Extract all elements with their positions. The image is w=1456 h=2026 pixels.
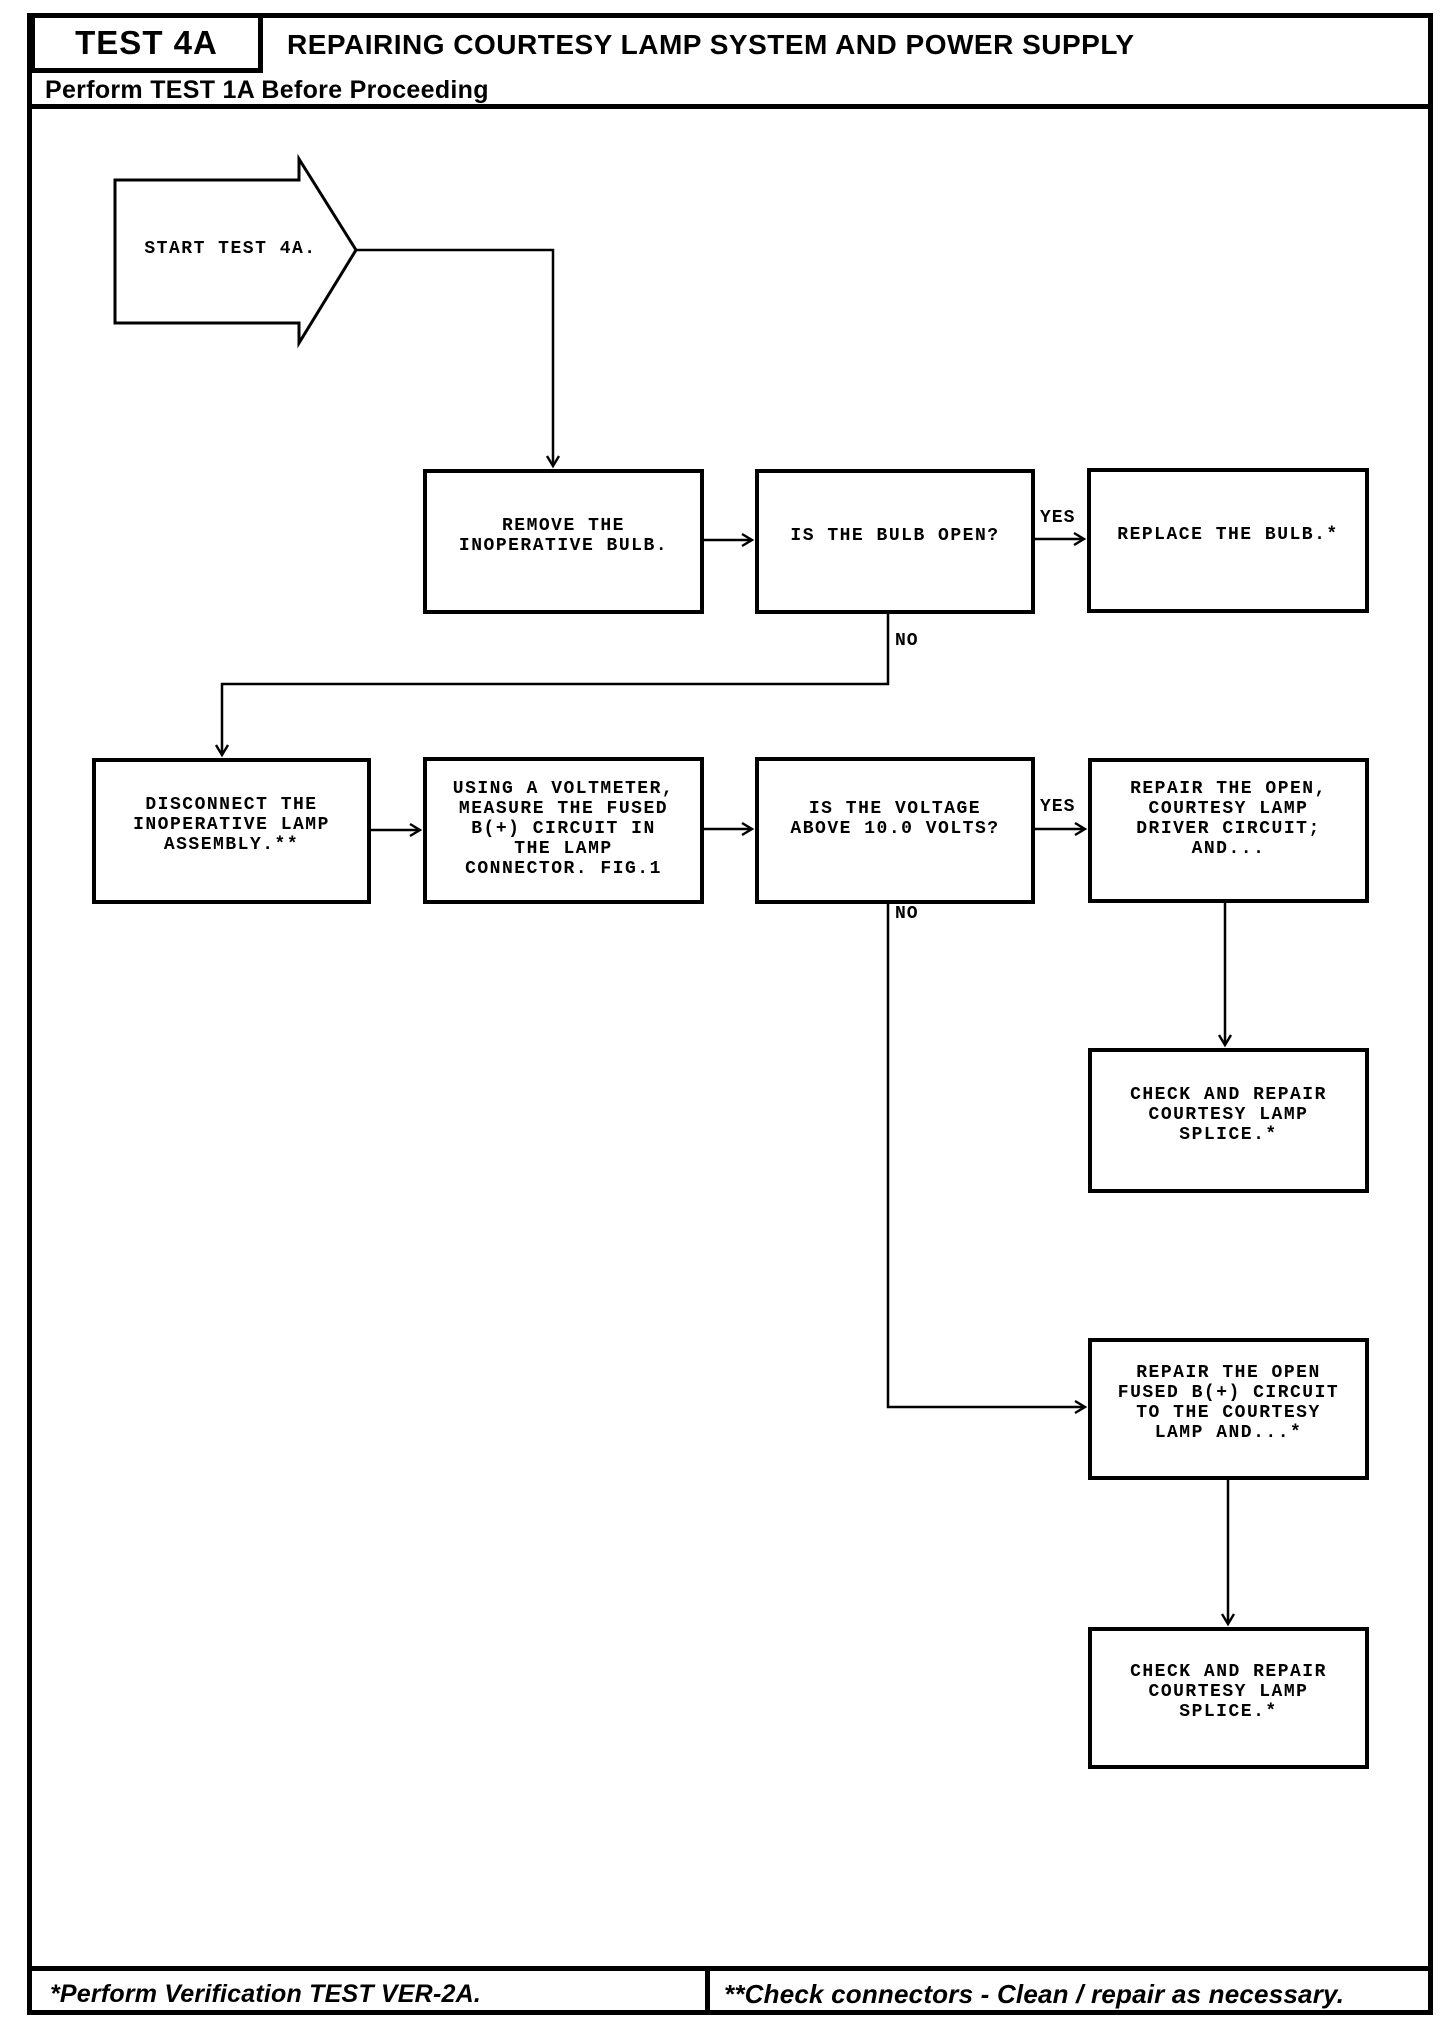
page-title: REPAIRING COURTESY LAMP SYSTEM AND POWER… — [287, 29, 1135, 60]
flow-box-disconnect-lamp: DISCONNECT THE INOPERATIVE LAMP ASSEMBLY… — [92, 758, 371, 904]
flow-box-remove-bulb: REMOVE THE INOPERATIVE BULB. — [423, 469, 704, 614]
flow-box-check-splice-lower: CHECK AND REPAIR COURTESY LAMP SPLICE.* — [1088, 1627, 1369, 1769]
test-id-label: TEST 4A — [75, 24, 218, 61]
connector-voltage-no — [886, 903, 1088, 1415]
flow-box-voltage-above-10: IS THE VOLTAGE ABOVE 10.0 VOLTS? — [755, 757, 1035, 904]
connector-start-to-remove-bulb — [356, 248, 561, 469]
branch-label-bulb-open-yes: YES — [1040, 508, 1076, 528]
branch-label-voltage-no: NO — [895, 904, 919, 924]
flow-box-repair-fused-circuit: REPAIR THE OPEN FUSED B(+) CIRCUIT TO TH… — [1088, 1338, 1369, 1480]
test-id-box: TEST 4A — [30, 13, 263, 73]
header-rule — [27, 104, 1433, 109]
footer-divider — [705, 1966, 710, 2015]
flow-box-check-splice-upper: CHECK AND REPAIR COURTESY LAMP SPLICE.* — [1088, 1048, 1369, 1193]
page-subtitle: Perform TEST 1A Before Proceeding — [45, 76, 489, 104]
flow-box-measure-voltage: USING A VOLTMETER, MEASURE THE FUSED B(+… — [423, 757, 704, 904]
branch-label-voltage-yes: YES — [1040, 797, 1076, 817]
flow-box-bulb-open: IS THE BULB OPEN? — [755, 469, 1035, 614]
footer-note-right: **Check connectors - Clean / repair as n… — [724, 1979, 1345, 2009]
footer-rule — [27, 1966, 1433, 1971]
branch-label-bulb-open-no: NO — [895, 631, 919, 651]
start-arrow-label: START TEST 4A. — [144, 239, 317, 259]
start-arrow-shape — [113, 153, 358, 349]
page-border — [27, 13, 1433, 2015]
flow-box-repair-driver-circuit: REPAIR THE OPEN, COURTESY LAMP DRIVER CI… — [1088, 758, 1369, 903]
connector-bulb-open-no — [214, 613, 890, 758]
footer-note-left: *Perform Verification TEST VER-2A. — [50, 1980, 481, 2008]
flow-box-replace-bulb: REPLACE THE BULB.* — [1087, 468, 1369, 613]
